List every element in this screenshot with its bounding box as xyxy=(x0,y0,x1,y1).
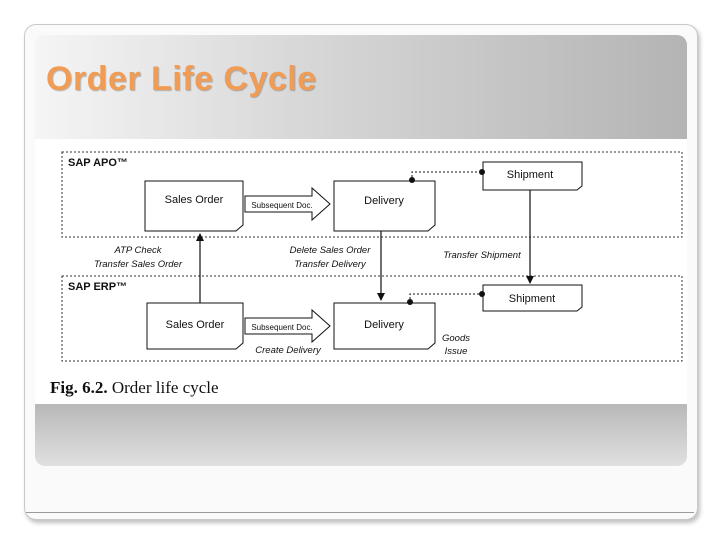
apo-delivery-shipment-link xyxy=(411,171,480,181)
transfer-delivery-label: Transfer Delivery xyxy=(294,259,367,270)
erp-link-dot-right xyxy=(479,291,485,297)
erp-delivery-label: Delivery xyxy=(364,319,404,331)
goods-label: Goods xyxy=(442,333,470,344)
erp-region xyxy=(61,275,683,362)
title-band xyxy=(35,35,687,139)
erp-sales-order-box xyxy=(146,302,244,350)
apo-delivery-box xyxy=(333,180,436,232)
issue-label: Issue xyxy=(445,346,468,357)
apo-label: SAP APO™ xyxy=(68,157,128,169)
erp-link-dot-left xyxy=(407,299,413,305)
bottom-rule xyxy=(26,512,694,513)
apo-link-dot-left xyxy=(409,177,415,183)
slide-title: Order Life Cycle xyxy=(46,60,317,98)
erp-sales-order-label: Sales Order xyxy=(166,319,225,331)
transfer-sales-order-label: Transfer Sales Order xyxy=(94,259,183,270)
erp-label: SAP ERP™ xyxy=(68,281,127,293)
apo-shipment-box xyxy=(482,161,583,191)
atp-check-label: ATP Check xyxy=(114,245,163,256)
erp-subsequent-doc-label: Subsequent Doc. xyxy=(251,323,312,332)
create-delivery-label: Create Delivery xyxy=(255,345,322,356)
apo-region xyxy=(61,151,683,238)
erp-delivery-shipment-link xyxy=(409,293,480,303)
apo-sales-order-box xyxy=(144,180,244,232)
erp-shipment-label: Shipment xyxy=(509,293,555,305)
apo-link-dot-right xyxy=(479,169,485,175)
transfer-shipment-label: Transfer Shipment xyxy=(443,250,521,261)
apo-sales-order-label: Sales Order xyxy=(165,194,224,206)
figure-caption-text: Order life cycle xyxy=(111,378,219,397)
figure-caption: Fig. 6.2. Order life cycle xyxy=(50,378,219,398)
erp-shipment-box xyxy=(482,284,583,312)
erp-delivery-box xyxy=(333,302,436,350)
delete-sales-order-label: Delete Sales Order xyxy=(290,245,372,256)
apo-delivery-label: Delivery xyxy=(364,195,404,207)
apo-subsequent-doc-arrow xyxy=(244,186,331,222)
footer-band xyxy=(35,404,687,466)
apo-shipment-label: Shipment xyxy=(507,169,553,181)
erp-subsequent-doc-arrow xyxy=(244,308,331,344)
apo-subsequent-doc-label: Subsequent Doc. xyxy=(251,201,312,210)
figure-number: Fig. 6.2. xyxy=(50,378,108,397)
